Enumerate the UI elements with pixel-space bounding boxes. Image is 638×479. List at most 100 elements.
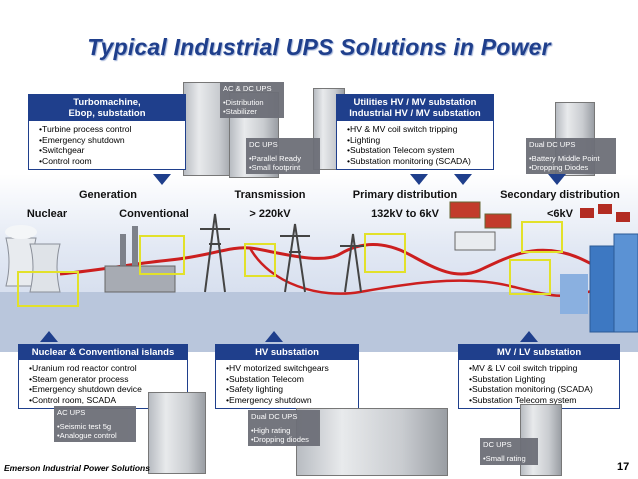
list-item: Substation monitoring (SCADA) bbox=[347, 156, 489, 167]
highlight-frame bbox=[364, 233, 406, 273]
hv-header: HV substation bbox=[216, 345, 358, 360]
stage-transmission: Transmission bbox=[234, 189, 306, 201]
house-icon bbox=[598, 204, 612, 214]
mvlv-list: MV & LV coil switch tripping Substation … bbox=[459, 360, 619, 408]
industrial-building bbox=[454, 231, 496, 251]
list-item: Substation Telecom system bbox=[347, 145, 489, 156]
dual-dc-ups-bottom-item: •High rating bbox=[251, 426, 291, 435]
list-item: Control room, SCADA bbox=[29, 395, 183, 406]
ac-ups-item: •Seismic test 5g bbox=[57, 422, 112, 431]
acdc-item: •Distribution bbox=[223, 98, 264, 107]
dc-ups-bottom-tag: DC UPS •Small rating bbox=[480, 438, 538, 465]
list-item: Turbine process control bbox=[39, 124, 181, 135]
power-grid-illustration bbox=[0, 201, 638, 352]
list-item: Substation Telecom bbox=[226, 374, 354, 385]
arrow-up-icon bbox=[40, 331, 58, 342]
nuclear-list: Uranium rod reactor control Steam genera… bbox=[19, 360, 187, 408]
list-item: Emergency shutdown device bbox=[29, 384, 183, 395]
nuclear-panel: Nuclear & Conventional islands Uranium r… bbox=[18, 344, 188, 410]
arrow-up-icon bbox=[520, 331, 538, 342]
list-item: HV motorized switchgears bbox=[226, 363, 354, 374]
transmission-tower-icon bbox=[340, 233, 366, 293]
turbomachine-panel: Turbomachine, Ebop, substation Turbine p… bbox=[28, 94, 186, 171]
list-item: Safety lighting bbox=[226, 384, 354, 395]
highlight-frame bbox=[509, 259, 551, 295]
utilities-list: HV & MV coil switch tripping Lighting Su… bbox=[337, 121, 493, 169]
chimney bbox=[120, 234, 126, 284]
dc-ups-top-item: •Small footprint bbox=[249, 163, 301, 172]
steam-cloud bbox=[5, 225, 37, 239]
turbomachine-list: Turbine process control Emergency shutdo… bbox=[29, 121, 185, 169]
dual-dc-ups-bottom-item: •Dropping diodes bbox=[251, 435, 309, 444]
house-icon bbox=[580, 208, 594, 218]
cooling-tower-icon bbox=[29, 243, 61, 293]
arrow-up-icon bbox=[265, 331, 283, 342]
highlight-frame bbox=[244, 243, 276, 277]
list-item: HV & MV coil switch tripping bbox=[347, 124, 489, 135]
acdc-ups-tag: AC & DC UPS •Distribution •Stabilizer bbox=[220, 82, 284, 118]
list-item: Steam generator process bbox=[29, 374, 183, 385]
dc-ups-top-title: DC UPS bbox=[249, 140, 278, 149]
utilities-header-line2: Industrial HV / MV substation bbox=[349, 108, 481, 119]
hv-list: HV motorized switchgears Substation Tele… bbox=[216, 360, 358, 408]
page-number: 17 bbox=[617, 461, 630, 473]
hv-substation-panel: HV substation HV motorized switchgears S… bbox=[215, 344, 359, 410]
ac-ups-tag: AC UPS •Seismic test 5g •Analogue contro… bbox=[54, 406, 136, 442]
dual-dc-ups-bottom-tag: Dual DC UPS •High rating •Dropping diode… bbox=[248, 410, 320, 446]
substation-house bbox=[449, 201, 481, 219]
dual-dc-ups-top-item: •Battery Middle Point bbox=[529, 154, 600, 163]
office-building-icon bbox=[560, 274, 588, 314]
stage-generation: Generation bbox=[78, 189, 138, 201]
stage-primary: Primary distribution bbox=[352, 189, 458, 201]
acdc-item: •Stabilizer bbox=[223, 107, 257, 116]
highlight-frame bbox=[139, 235, 185, 275]
office-tower-icon bbox=[613, 233, 638, 333]
dc-ups-bottom-item: •Small rating bbox=[483, 454, 526, 463]
label-transmission-voltage: > 220kV bbox=[249, 208, 291, 220]
power-line-branch bbox=[248, 247, 601, 297]
turbomachine-header-line1: Turbomachine, bbox=[73, 97, 141, 108]
dc-ups-bottom-title: DC UPS bbox=[483, 440, 512, 449]
list-item: Lighting bbox=[347, 135, 489, 146]
highlight-frame bbox=[521, 221, 563, 253]
office-tower-icon bbox=[589, 245, 619, 333]
arrow-down-icon bbox=[454, 174, 472, 185]
list-item: Substation Telecom system bbox=[469, 395, 615, 406]
arrow-down-icon bbox=[410, 174, 428, 185]
turbomachine-header: Turbomachine, Ebop, substation bbox=[29, 95, 185, 121]
label-secondary-voltage: <6kV bbox=[547, 208, 573, 220]
list-item: Control room bbox=[39, 156, 181, 167]
list-item: Substation Lighting bbox=[469, 374, 615, 385]
list-item: Substation monitoring (SCADA) bbox=[469, 384, 615, 395]
turbomachine-header-line2: Ebop, substation bbox=[68, 108, 146, 119]
house-icon bbox=[616, 212, 630, 222]
chimney bbox=[132, 226, 138, 284]
arrow-down-icon bbox=[153, 174, 171, 185]
list-item: Switchgear bbox=[39, 145, 181, 156]
dual-dc-ups-top-title: Dual DC UPS bbox=[529, 140, 576, 149]
highlight-frame bbox=[17, 271, 79, 307]
label-nuclear: Nuclear bbox=[26, 208, 68, 220]
mvlv-substation-panel: MV / LV substation MV & LV coil switch t… bbox=[458, 344, 620, 410]
dual-dc-ups-bottom-title: Dual DC UPS bbox=[251, 412, 298, 421]
ac-ups-title: AC UPS bbox=[57, 408, 86, 417]
stage-secondary: Secondary distribution bbox=[500, 189, 620, 201]
ups-cabinet-image bbox=[148, 392, 206, 474]
transmission-tower-icon bbox=[200, 213, 230, 293]
list-item: Uranium rod reactor control bbox=[29, 363, 183, 374]
ground bbox=[0, 292, 638, 352]
list-item: Emergency shutdown bbox=[39, 135, 181, 146]
list-item: MV & LV coil switch tripping bbox=[469, 363, 615, 374]
transmission-tower-icon bbox=[280, 223, 310, 293]
label-conventional: Conventional bbox=[119, 208, 189, 220]
substation-house bbox=[484, 213, 512, 229]
acdc-ups-title: AC & DC UPS bbox=[223, 84, 272, 93]
page-title: Typical Industrial UPS Solutions in Powe… bbox=[87, 34, 551, 60]
footer-company: Emerson Industrial Power Solutions bbox=[4, 463, 150, 473]
ac-ups-item: •Analogue control bbox=[57, 431, 117, 440]
utilities-header: Utilities HV / MV substation Industrial … bbox=[337, 95, 493, 121]
dc-ups-top-item: •Parallel Ready bbox=[249, 154, 302, 163]
arrow-down-icon bbox=[548, 174, 566, 185]
nuclear-header: Nuclear & Conventional islands bbox=[19, 345, 187, 360]
ups-cabinet-image bbox=[296, 408, 448, 476]
